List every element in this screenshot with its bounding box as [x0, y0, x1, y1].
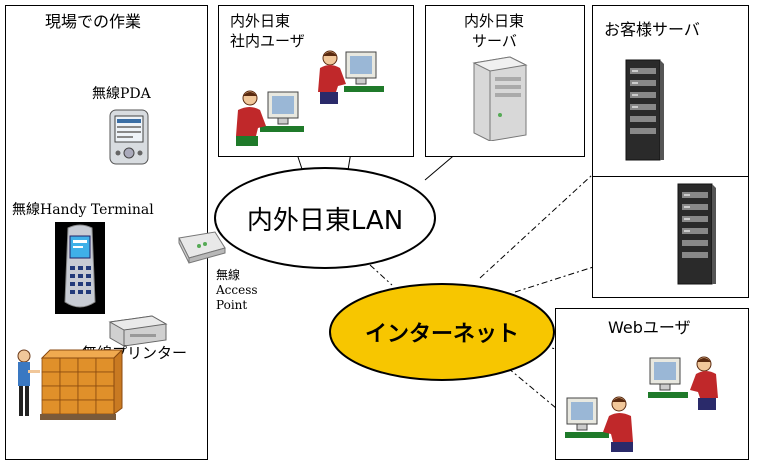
- field-work-title: 現場での作業: [45, 12, 142, 31]
- access-point-label-3: Point: [216, 298, 248, 312]
- customer-servers-divider: [592, 176, 749, 177]
- access-point-label-2: Access: [216, 283, 258, 297]
- internet-label: インターネット: [364, 322, 519, 347]
- web-users-title: Webユーザ: [608, 318, 691, 337]
- access-point-label-1: 無線: [216, 268, 241, 282]
- access-point-icon: [178, 231, 226, 264]
- lan-server-icon: [472, 56, 528, 141]
- lan-label: 内外日東LAN: [246, 206, 404, 236]
- pda-label: 無線PDA: [92, 86, 151, 102]
- pda-icon: [109, 109, 149, 165]
- link-lan-internet: [369, 264, 393, 286]
- customer-servers-title: お客様サーバ: [604, 20, 700, 39]
- customer-servers-area: [592, 5, 749, 298]
- lan-user-operator-icon-1: [318, 50, 384, 104]
- lan-server-title-2: サーバ: [472, 32, 517, 50]
- internet-ellipse: [329, 283, 555, 381]
- web-user-operator-icon-1: [648, 356, 718, 410]
- lan-users-title-1: 内外日東: [230, 12, 291, 30]
- customer-server-icon-1: [625, 59, 664, 161]
- web-user-operator-icon-2: [565, 396, 633, 452]
- lan-users-title-2: 社内ユーザ: [230, 32, 305, 50]
- lan-server-title-1: 内外日東: [464, 12, 525, 30]
- customer-server-icon-2: [677, 183, 716, 285]
- worker-pallet-icon: [17, 348, 124, 420]
- link-internet-server1: [479, 141, 629, 279]
- printer-icon: [108, 315, 168, 346]
- handy-terminal-label: 無線Handy Terminal: [12, 202, 154, 218]
- handy-terminal-icon: [55, 222, 105, 314]
- lan-user-operator-icon-2: [236, 90, 304, 146]
- lan-ellipse: [214, 167, 436, 269]
